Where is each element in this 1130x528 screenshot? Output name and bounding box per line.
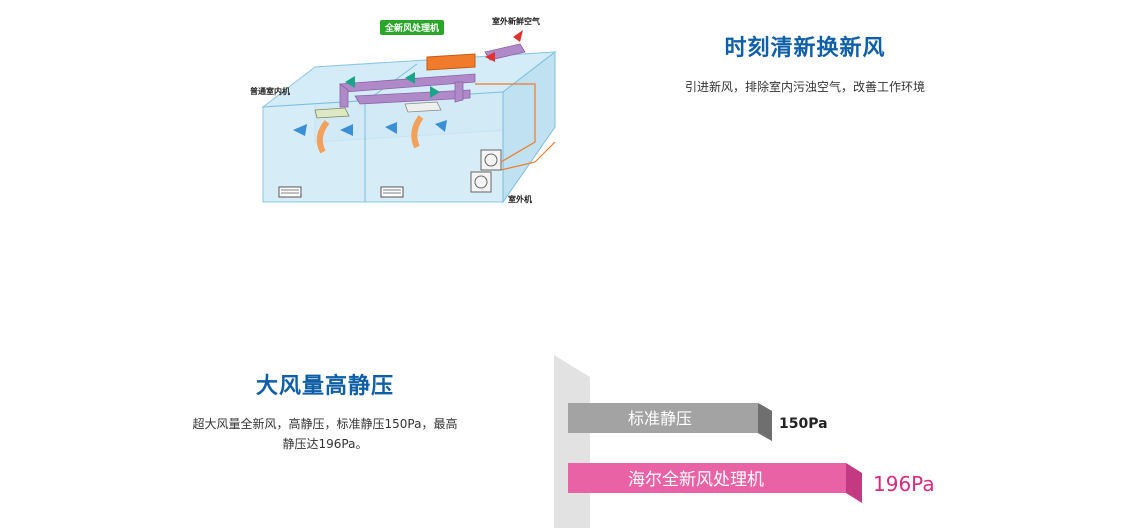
standard-pressure-bar [568, 403, 772, 441]
haier-pressure-bar [568, 463, 862, 503]
fresh-air-system-diagram [261, 30, 557, 204]
indoor-unit-label: 普通室内机 [250, 87, 290, 96]
section2-description-line1: 超大风量全新风，高静压，标准静压150Pa，最高 [192, 417, 458, 431]
outdoor-unit-label: 室外机 [508, 195, 532, 204]
section1-description: 引进新风，排除室内污浊空气，改善工作环境 [684, 80, 925, 94]
standard-pressure-value: 150Pa [779, 416, 828, 432]
standard-pressure-label: 标准静压 [628, 409, 693, 428]
haier-unit-label: 海尔全新风处理机 [628, 470, 764, 490]
outdoor-air-label: 室外新鲜空气 [492, 17, 540, 26]
section2-description-line2: 静压达196Pa。 [282, 437, 368, 451]
section2-title: 大风量高静压 [255, 374, 394, 399]
section1-title: 时刻清新换新风 [724, 36, 886, 61]
pressure-comparison-graphic [554, 355, 862, 528]
unit-label-badge: 全新风处理机 [380, 20, 445, 35]
haier-pressure-value: 196Pa [873, 472, 935, 496]
